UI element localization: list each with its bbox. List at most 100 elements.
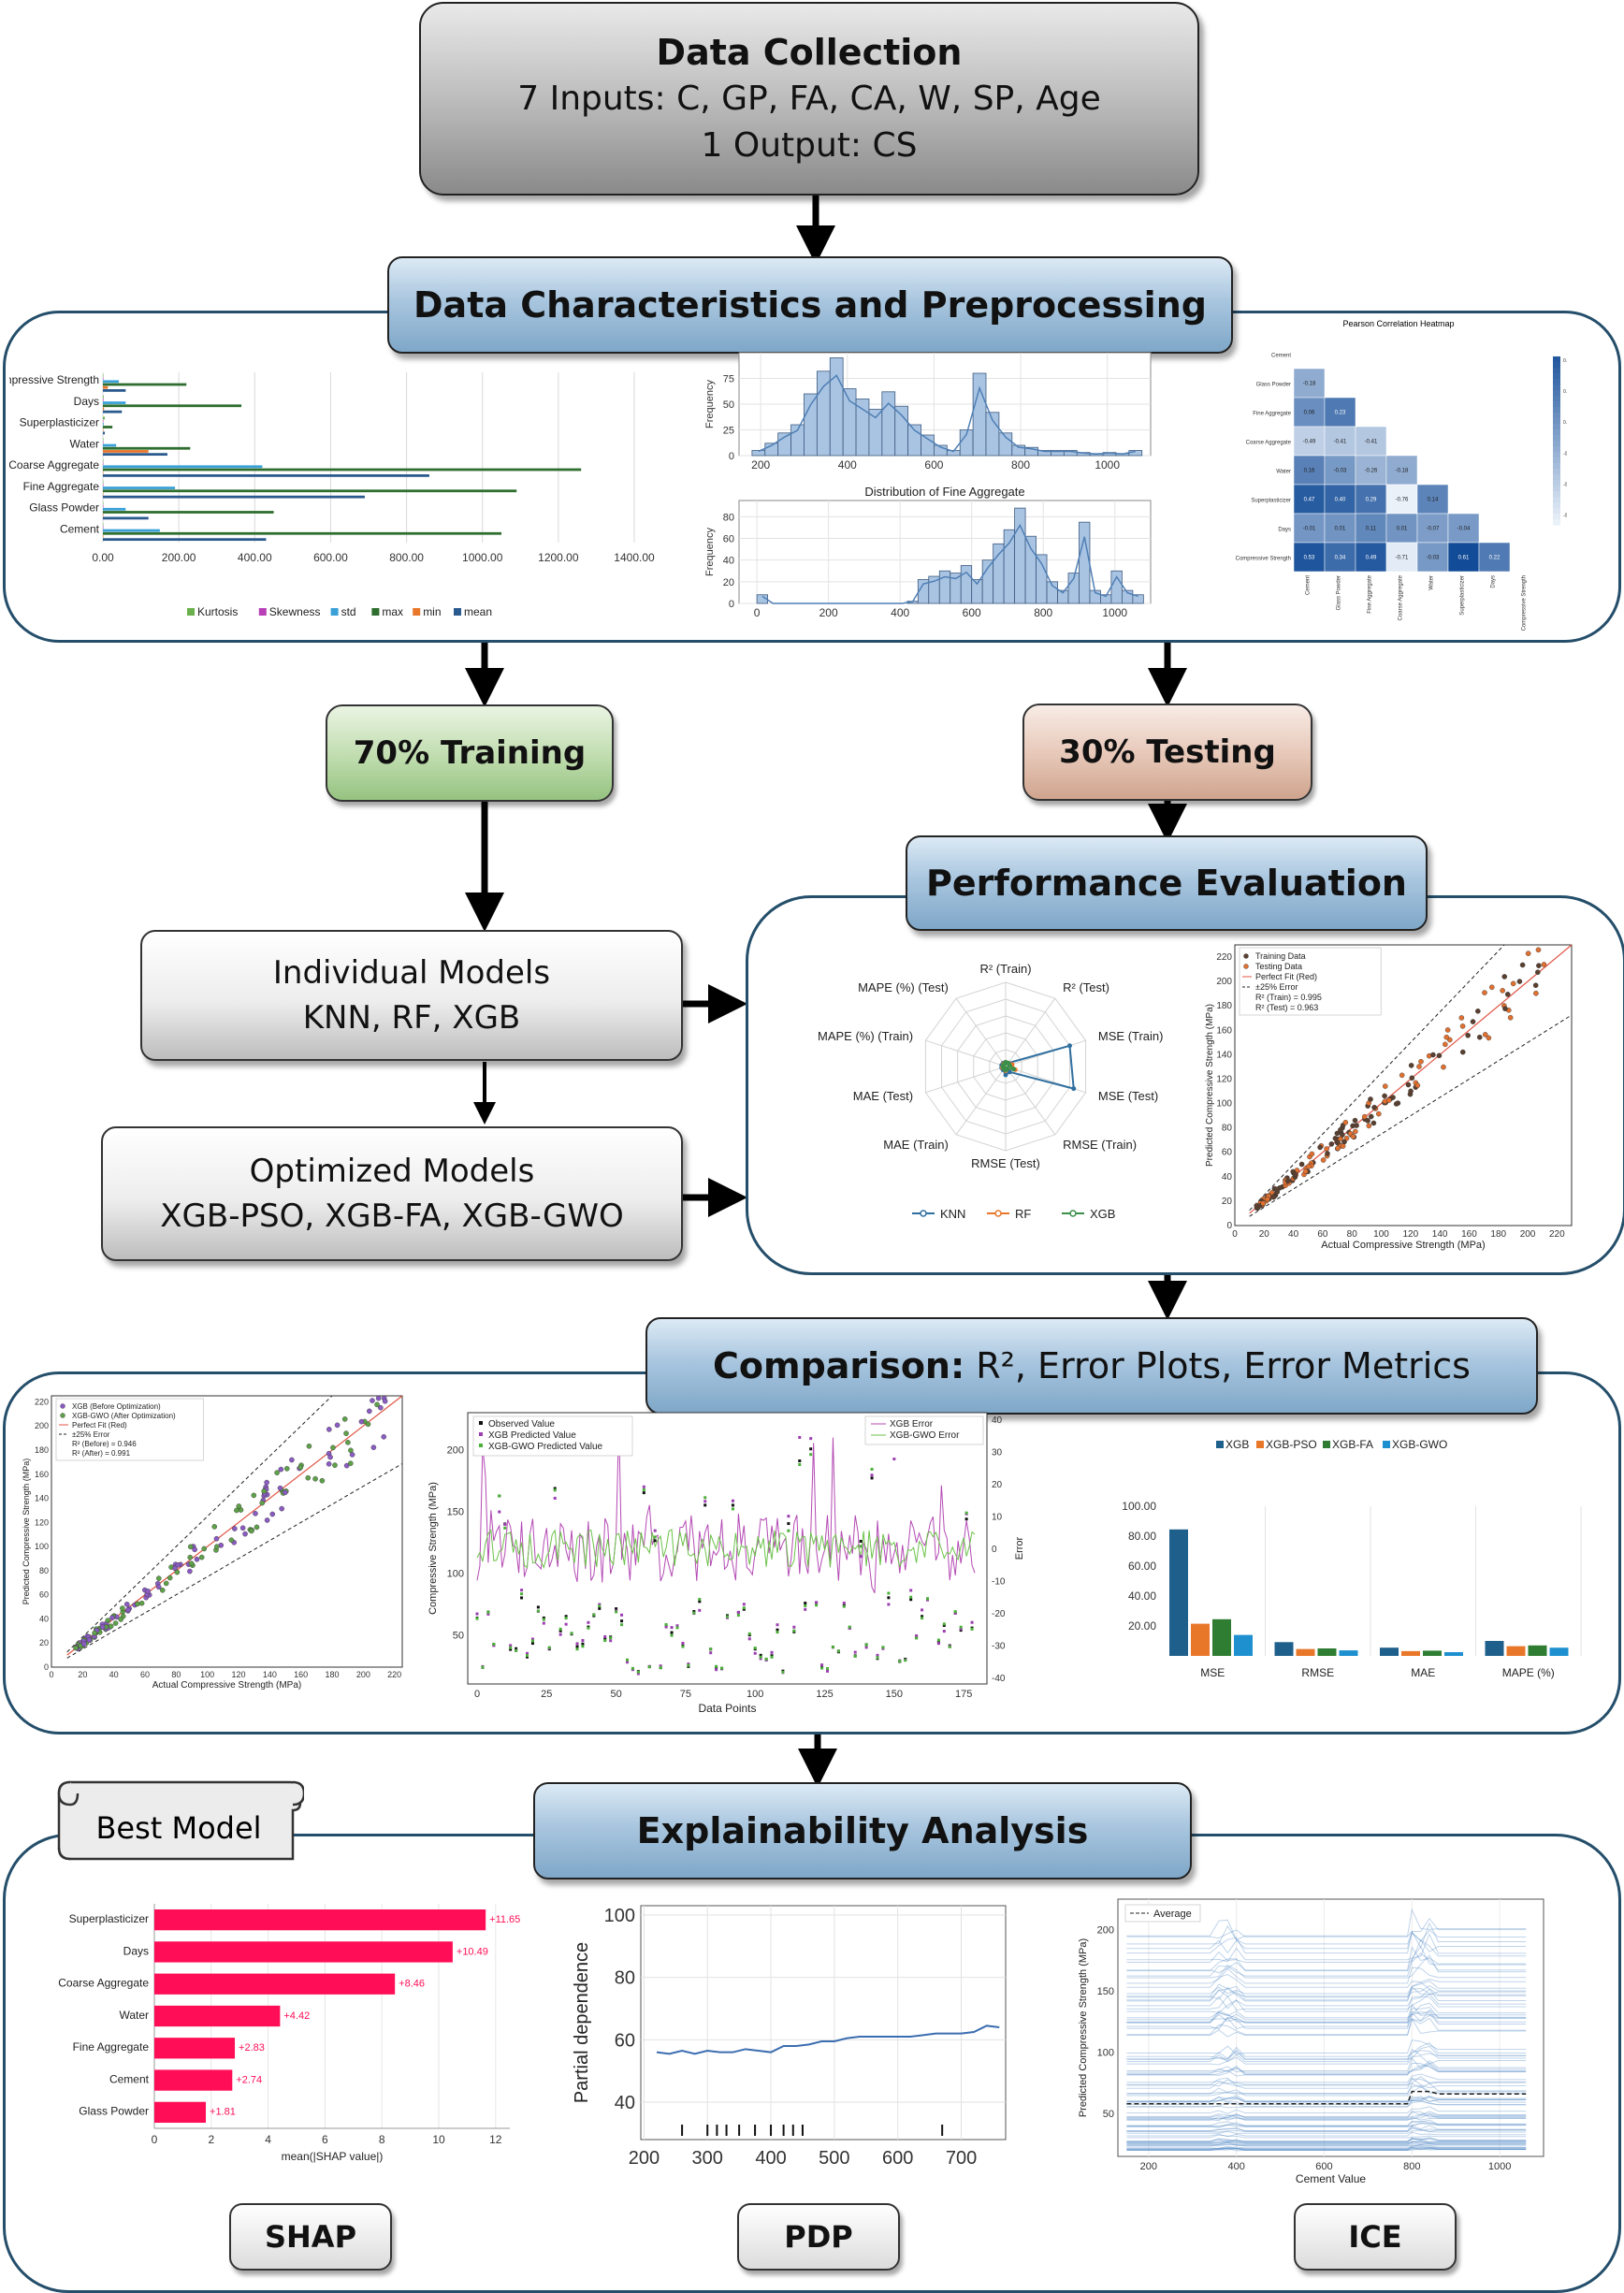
ice-line bbox=[1126, 1922, 1527, 1954]
xgb-point bbox=[921, 1608, 924, 1612]
legend-marker bbox=[479, 1421, 483, 1425]
radar-axis-label: MAE (Test) bbox=[853, 1089, 913, 1103]
y-tick-label: 60 bbox=[1222, 1148, 1233, 1158]
scatter-point bbox=[382, 1398, 388, 1404]
bar-Skewness bbox=[103, 483, 104, 486]
x-tick-label: 800 bbox=[1403, 2161, 1420, 2172]
scatter-point bbox=[1350, 1134, 1356, 1139]
ice-line bbox=[1126, 2147, 1527, 2152]
ice-line bbox=[1126, 2010, 1527, 2029]
legend-swatch bbox=[330, 608, 339, 616]
category-label: Cement bbox=[60, 522, 100, 535]
x-tick-label: 400 bbox=[1227, 2161, 1244, 2172]
hist-bar bbox=[1079, 521, 1091, 604]
gwo-point bbox=[647, 1665, 651, 1669]
legend-label: Training Data bbox=[1255, 951, 1306, 961]
gwo-point bbox=[642, 1488, 645, 1491]
scatter-point bbox=[175, 1562, 181, 1568]
x-tick-label: 12 bbox=[489, 2133, 502, 2146]
observed-point bbox=[575, 1645, 579, 1648]
gwo-point bbox=[731, 1507, 734, 1511]
gwo-point bbox=[759, 1655, 762, 1659]
x-tick-label: 200 bbox=[1140, 2161, 1157, 2172]
xgb-point bbox=[809, 1437, 813, 1441]
heatmap-cell bbox=[1293, 368, 1326, 399]
gwo-point bbox=[515, 1648, 518, 1652]
scatter-point bbox=[1390, 1095, 1396, 1100]
x-tick-label: 60 bbox=[140, 1670, 150, 1679]
bar-min bbox=[103, 428, 104, 432]
y-tick-label: 100.00 bbox=[1122, 1500, 1156, 1513]
hist-bar bbox=[998, 432, 1013, 457]
legend-swatch bbox=[413, 608, 421, 616]
ice-line bbox=[1126, 2045, 1527, 2061]
colorbar-tick: 0.0 bbox=[1563, 420, 1567, 426]
gwo-point bbox=[492, 1642, 496, 1646]
shap-bar bbox=[154, 1941, 453, 1963]
category-label: MAE bbox=[1411, 1666, 1435, 1679]
scatter-point bbox=[155, 1575, 162, 1581]
scatter-point bbox=[159, 1588, 166, 1593]
ice-line bbox=[1126, 1946, 1527, 1974]
scatter-point bbox=[1342, 1119, 1349, 1125]
metric-bar-XGB bbox=[1485, 1641, 1504, 1656]
ice-line bbox=[1126, 2123, 1527, 2128]
gwo-point bbox=[926, 1597, 929, 1601]
pdp-line bbox=[656, 2025, 1000, 2055]
xgb-point bbox=[787, 1515, 790, 1518]
scatter-point bbox=[279, 1505, 284, 1512]
scatter-point bbox=[326, 1427, 332, 1432]
gwo-point bbox=[959, 1625, 963, 1629]
y-tick-label: 40.00 bbox=[1128, 1589, 1156, 1603]
x-tick-label: 140 bbox=[263, 1670, 277, 1679]
y-tick-label: 100 bbox=[35, 1542, 49, 1551]
heatmap-cell bbox=[1355, 484, 1387, 515]
ice-line bbox=[1126, 2084, 1527, 2095]
xgb-point bbox=[747, 1637, 751, 1641]
legend-label: Kurtosis bbox=[197, 605, 238, 618]
scatter-point bbox=[1418, 1058, 1424, 1065]
metric-bar-XGB bbox=[1380, 1647, 1399, 1656]
x-tick-label: 1000.00 bbox=[462, 551, 503, 564]
heatmap-cell bbox=[1447, 513, 1480, 544]
legend-label: Perfect Fit (Red) bbox=[72, 1421, 127, 1429]
colorbar-step bbox=[1553, 486, 1560, 492]
radar-axis-label: MAPE (%) (Train) bbox=[818, 1029, 913, 1043]
x-tick-label: 800.00 bbox=[389, 551, 424, 564]
legend-label: min bbox=[423, 605, 441, 618]
scatter-point bbox=[1292, 1171, 1298, 1177]
radar-point bbox=[1003, 1072, 1008, 1078]
x-tick-label: 0 bbox=[1232, 1229, 1238, 1240]
y-tick-label: 100 bbox=[1097, 2048, 1114, 2059]
bar-mean bbox=[103, 453, 167, 457]
scatter-point bbox=[105, 1618, 111, 1623]
metric-bar-XGB-FA bbox=[1423, 1650, 1442, 1656]
shap-bar bbox=[154, 2069, 233, 2091]
gwo-point bbox=[715, 1664, 718, 1668]
gwo-point bbox=[553, 1488, 557, 1492]
metric-bar-XGB bbox=[1274, 1642, 1294, 1656]
legend-box bbox=[55, 1398, 204, 1461]
scatter-point bbox=[163, 1580, 169, 1587]
gwo-point bbox=[558, 1627, 562, 1631]
xgb-point bbox=[970, 1620, 974, 1624]
heatmap-value: -0.01 bbox=[1303, 527, 1316, 532]
optimized-models-list: XGB-PSO, XGB-FA, XGB-GWO bbox=[160, 1197, 624, 1235]
observed-point bbox=[870, 1476, 874, 1480]
y-tick-label: 20 bbox=[39, 1638, 49, 1647]
bar-min bbox=[103, 535, 104, 538]
upper-error-line bbox=[66, 1395, 333, 1653]
scatter-point bbox=[289, 1457, 295, 1463]
scatter-point bbox=[1459, 1049, 1466, 1055]
y-tick-label: 60 bbox=[615, 2030, 635, 2051]
radar-spoke bbox=[1005, 997, 1056, 1067]
legend-marker bbox=[1069, 1210, 1077, 1217]
ice-line bbox=[1126, 2142, 1527, 2147]
scatter-point bbox=[228, 1537, 235, 1543]
xgb-point bbox=[659, 1664, 662, 1668]
radar-chart: R² (Train)R² (Test)MSE (Train)MSE (Test)… bbox=[818, 962, 1163, 1221]
kde-curve bbox=[758, 374, 1136, 455]
x-tick-label: 120 bbox=[231, 1670, 245, 1679]
colorbar-step bbox=[1553, 362, 1560, 369]
gwo-point bbox=[692, 1611, 696, 1615]
